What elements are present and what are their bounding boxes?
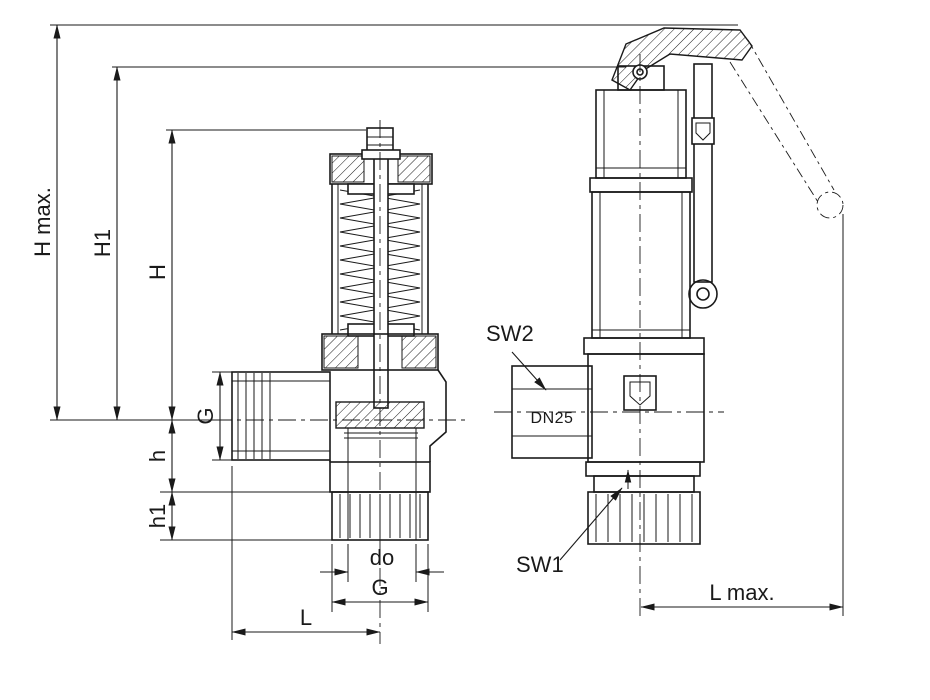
spring-housing-side	[591, 191, 691, 339]
bonnet-flange-side	[583, 337, 705, 355]
dimension-label-g-outlet: G	[371, 575, 388, 600]
dimension-label-l-max: L max.	[709, 580, 774, 605]
lever-alternate-position	[729, 39, 844, 219]
dimension-h1: H1	[90, 66, 121, 421]
stem-head	[361, 149, 401, 160]
callout-sw1: SW1	[516, 487, 623, 577]
sectional-view	[214, 120, 470, 644]
dimension-h-max: H max.	[30, 24, 61, 421]
dimension-l-max: L max.	[640, 580, 844, 611]
lever-strap	[688, 63, 718, 309]
cap-flange-side	[589, 177, 693, 193]
outlet-thread-side	[587, 491, 701, 545]
dimension-h: H	[145, 129, 176, 421]
inlet-port	[231, 371, 331, 461]
dimension-h-small: h	[145, 419, 176, 493]
dimension-annotations: H max. H1 H G h h1 do G	[30, 24, 844, 640]
bonnet-flange	[321, 333, 439, 371]
dimension-label-h: H	[145, 264, 170, 280]
outlet-neck-side	[593, 475, 695, 493]
dimension-label-h1-small: h1	[145, 504, 170, 528]
callout-label-sw2: SW2	[486, 321, 534, 346]
dimension-label-do: do	[370, 545, 394, 570]
spring	[339, 189, 421, 331]
dimension-label-h-max: H max.	[30, 187, 55, 257]
dimension-label-l: L	[300, 605, 312, 630]
body-block-side	[587, 353, 705, 463]
valve-cap-side	[595, 89, 687, 179]
lower-flange-side	[585, 461, 701, 477]
side-view: DN25	[494, 27, 844, 618]
dimension-do: do	[320, 545, 444, 576]
outlet-thread	[331, 491, 429, 541]
callout-sw2: SW2	[486, 321, 547, 391]
dimension-g-outlet: G	[331, 575, 429, 606]
dimension-label-h1: H1	[90, 229, 115, 257]
dimension-g-inlet: G	[193, 371, 224, 461]
test-lever	[611, 27, 753, 91]
manufacturer-emblem-strap	[691, 117, 715, 145]
dimension-h1-small: h1	[145, 491, 176, 541]
dimension-label-g-inlet: G	[193, 407, 218, 424]
dimension-l: L	[231, 605, 381, 636]
callout-label-sw1: SW1	[516, 552, 564, 577]
dimension-label-h-small: h	[145, 450, 170, 462]
dn-size-label: DN25	[531, 410, 574, 427]
